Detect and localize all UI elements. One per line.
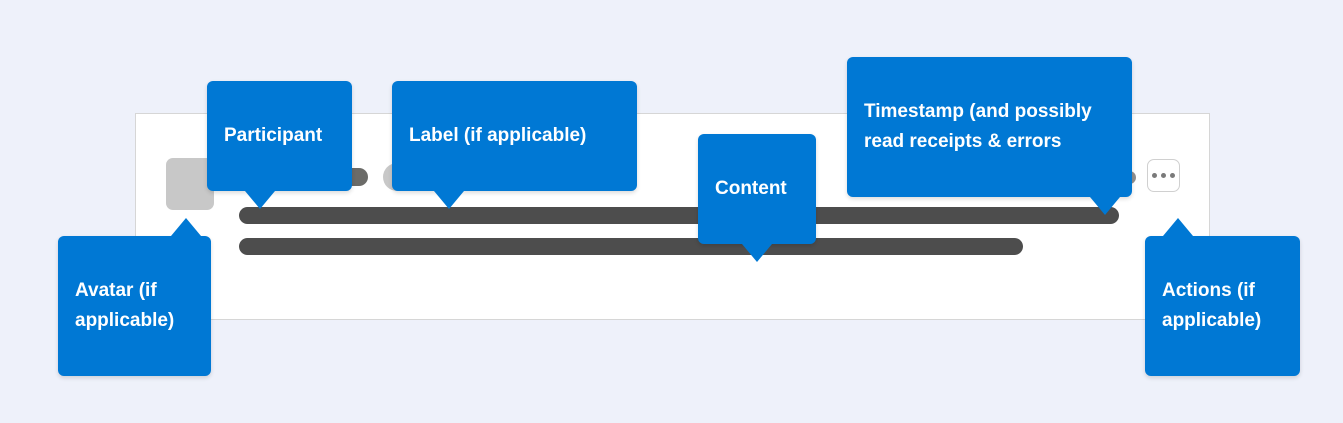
callout-label-label: Label (if applicable) xyxy=(409,125,587,146)
more-options-dot xyxy=(1161,173,1166,178)
callout-avatar-label: Avatar (if applicable) xyxy=(75,280,175,331)
callout-actions-label: Actions (if applicable) xyxy=(1162,280,1262,331)
callout-arrow-up-icon xyxy=(171,218,201,236)
callout-arrow-down-icon xyxy=(434,191,464,209)
callout-actions: Actions (if applicable) xyxy=(1145,218,1300,376)
callout-arrow-up-icon xyxy=(1163,218,1193,236)
callout-label: Label (if applicable) xyxy=(392,81,637,209)
callout-arrow-down-icon xyxy=(1090,197,1120,215)
callout-avatar: Avatar (if applicable) xyxy=(58,218,211,376)
callout-content: Content xyxy=(698,134,816,262)
callout-arrow-down-icon xyxy=(742,244,772,262)
avatar xyxy=(166,158,214,210)
callout-timestamp-label: Timestamp (and possibly read receipts & … xyxy=(864,101,1092,152)
callout-participant: Participant xyxy=(207,81,352,209)
more-options-dot xyxy=(1152,173,1157,178)
callout-arrow-down-icon xyxy=(245,191,275,209)
more-options-icon[interactable] xyxy=(1147,159,1180,192)
callout-participant-label: Participant xyxy=(224,125,323,146)
callout-timestamp: Timestamp (and possibly read receipts & … xyxy=(847,57,1132,215)
content-line-placeholder xyxy=(239,238,1023,255)
more-options-dot xyxy=(1170,173,1175,178)
callout-content-label: Content xyxy=(715,178,787,199)
content-line-placeholder xyxy=(239,207,1119,224)
